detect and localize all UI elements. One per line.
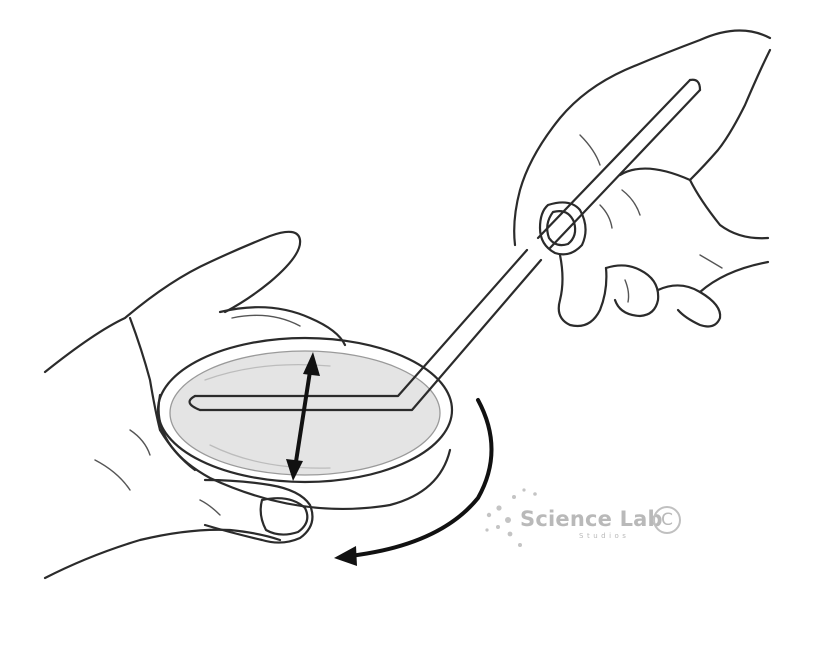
- watermark-title: Science Lab: [520, 507, 663, 531]
- copyright-icon: C: [653, 506, 681, 534]
- loop-handle: [538, 80, 690, 238]
- watermark-subtitle: Studios: [579, 532, 629, 540]
- thumbnail-right: [547, 211, 575, 245]
- right-hand: [514, 30, 770, 326]
- petri-dish: [158, 338, 452, 509]
